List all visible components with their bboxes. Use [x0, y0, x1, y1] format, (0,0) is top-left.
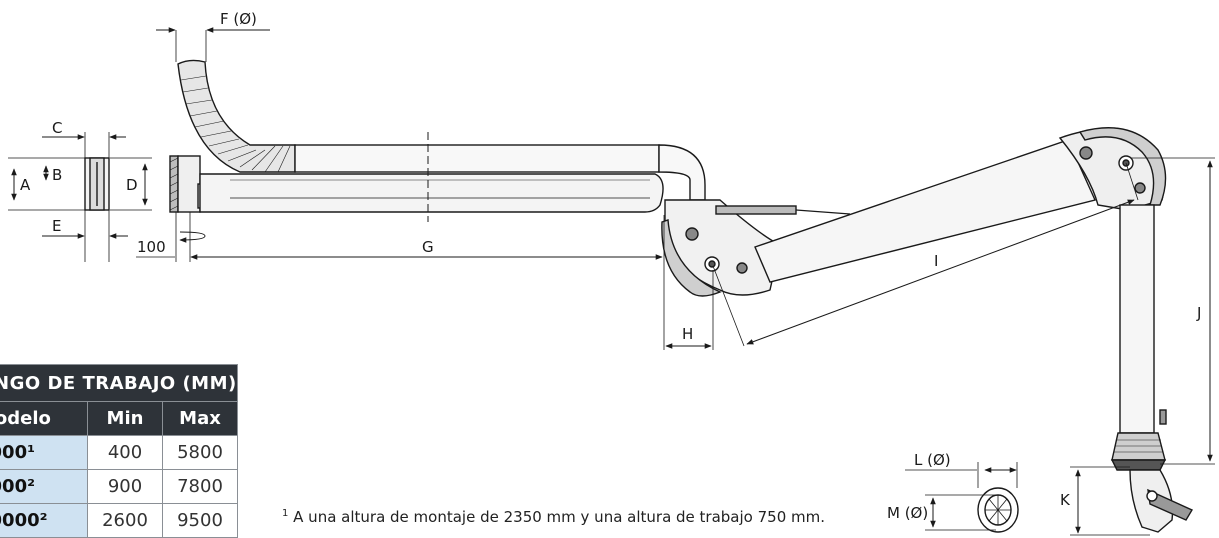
label-j: J — [1196, 304, 1201, 322]
model-cell: 5000¹ — [0, 435, 88, 470]
footnote: 1 A una altura de montaje de 2350 mm y u… — [282, 508, 825, 526]
vertical-hose — [177, 59, 706, 201]
label-f: F (Ø) — [220, 10, 257, 28]
column-header-model: Modelo — [0, 401, 88, 436]
model-cell: 8000² — [0, 469, 88, 504]
label-b: B — [52, 166, 62, 184]
min-cell: 2600 — [87, 503, 163, 538]
max-cell: 7800 — [162, 469, 238, 504]
label-e: E — [52, 217, 61, 235]
min-cell: 400 — [87, 435, 163, 470]
dimension-lines — [136, 27, 1215, 536]
upper-joint — [1058, 127, 1167, 211]
min-cell: 900 — [87, 469, 163, 504]
column-header-min: Min — [87, 401, 163, 436]
drop-tube — [1110, 204, 1194, 533]
label-100: 100 — [137, 238, 166, 256]
horizontal-boom — [169, 132, 664, 222]
footnote-text: A una altura de montaje de 2350 mm y una… — [293, 508, 826, 526]
working-range-table: RANGO DE TRABAJO (MM) Modelo Min Max 500… — [0, 364, 238, 538]
model-cell: 10000² — [0, 503, 88, 538]
column-header-max: Max — [162, 401, 238, 436]
label-a: A — [20, 176, 31, 194]
bracket-dimensions — [8, 134, 152, 239]
max-cell: 5800 — [162, 435, 238, 470]
label-g: G — [422, 238, 434, 256]
label-l: L (Ø) — [914, 451, 951, 469]
damper-wheel — [977, 487, 1019, 533]
table-title: RANGO DE TRABAJO (MM) — [0, 364, 238, 402]
table-row: 5000¹ 400 5800 — [0, 435, 238, 470]
footnote-mark: 1 — [282, 508, 289, 519]
label-i: I — [934, 252, 938, 270]
label-d: D — [126, 176, 138, 194]
wall-bracket — [84, 132, 110, 262]
label-m: M (Ø) — [887, 504, 928, 522]
table-row: 8000² 900 7800 — [0, 469, 238, 504]
label-h: H — [682, 325, 693, 343]
table-row: 10000² 2600 9500 — [0, 503, 238, 538]
max-cell: 9500 — [162, 503, 238, 538]
label-c: C — [52, 119, 62, 137]
label-k: K — [1060, 491, 1071, 509]
